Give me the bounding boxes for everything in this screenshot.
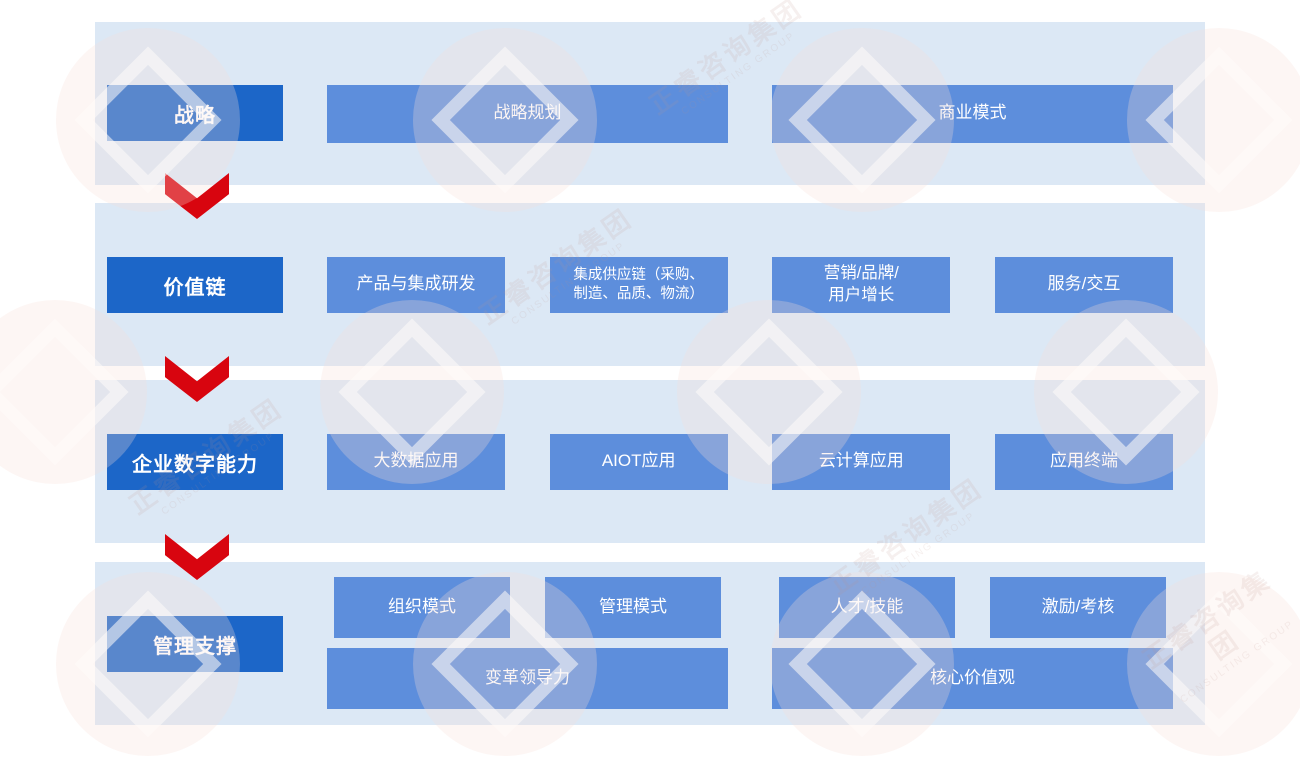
management-left-column: 组织模式 管理模式 变革领导力 (327, 577, 728, 709)
box-talent-skills: 人才/技能 (779, 577, 955, 638)
band-value-chain: 价值链 产品与集成研发 集成供应链（采购、 制造、品质、物流） 营销/品牌/ 用… (95, 203, 1205, 366)
band-digital-capability-content: 大数据应用 AIOT应用 云计算应用 应用终端 (327, 380, 1173, 543)
band-digital-capability: 企业数字能力 大数据应用 AIOT应用 云计算应用 应用终端 (95, 380, 1205, 543)
box-aiot: AIOT应用 (549, 433, 728, 490)
management-left-top-row: 组织模式 管理模式 (327, 577, 728, 638)
box-product-rd: 产品与集成研发 (327, 256, 505, 313)
row-label-text: 管理支撑 (153, 635, 237, 658)
box-strategic-planning: 战略规划 (327, 84, 728, 143)
box-integrated-supply-chain: 集成供应链（采购、 制造、品质、物流） (549, 256, 728, 313)
box-application-terminal: 应用终端 (994, 433, 1173, 490)
row-label-text: 战略 (174, 104, 216, 127)
row-label-value-chain: 价值链 (107, 257, 283, 313)
row-label-strategy: 战略 (107, 85, 283, 141)
box-incentive-assessment: 激励/考核 (990, 577, 1166, 638)
box-big-data: 大数据应用 (327, 433, 505, 490)
band-management-support: 管理支撑 组织模式 管理模式 变革领导力 人才/技能 激励/考核 核心价值观 (95, 562, 1205, 725)
box-management-model: 管理模式 (545, 577, 721, 638)
management-right-top-row: 人才/技能 激励/考核 (772, 577, 1173, 638)
box-marketing-brand-growth: 营销/品牌/ 用户增长 (772, 256, 951, 313)
band-strategy-content: 战略规划 商业模式 (327, 22, 1173, 185)
band-management-support-content: 组织模式 管理模式 变革领导力 人才/技能 激励/考核 核心价值观 (327, 562, 1173, 725)
row-label-text: 企业数字能力 (132, 453, 258, 476)
box-cloud-computing: 云计算应用 (772, 433, 951, 490)
band-value-chain-content: 产品与集成研发 集成供应链（采购、 制造、品质、物流） 营销/品牌/ 用户增长 … (327, 203, 1173, 366)
box-business-model: 商业模式 (772, 84, 1173, 143)
box-organization-model: 组织模式 (334, 577, 510, 638)
row-label-digital-capability: 企业数字能力 (107, 434, 283, 490)
row-label-management-support: 管理支撑 (107, 616, 283, 672)
box-change-leadership: 变革领导力 (327, 648, 728, 709)
box-core-values: 核心价值观 (772, 648, 1173, 709)
management-right-column: 人才/技能 激励/考核 核心价值观 (772, 577, 1173, 709)
row-label-text: 价值链 (163, 276, 227, 299)
box-service-interaction: 服务/交互 (994, 256, 1173, 313)
band-strategy: 战略 战略规划 商业模式 (95, 22, 1205, 185)
